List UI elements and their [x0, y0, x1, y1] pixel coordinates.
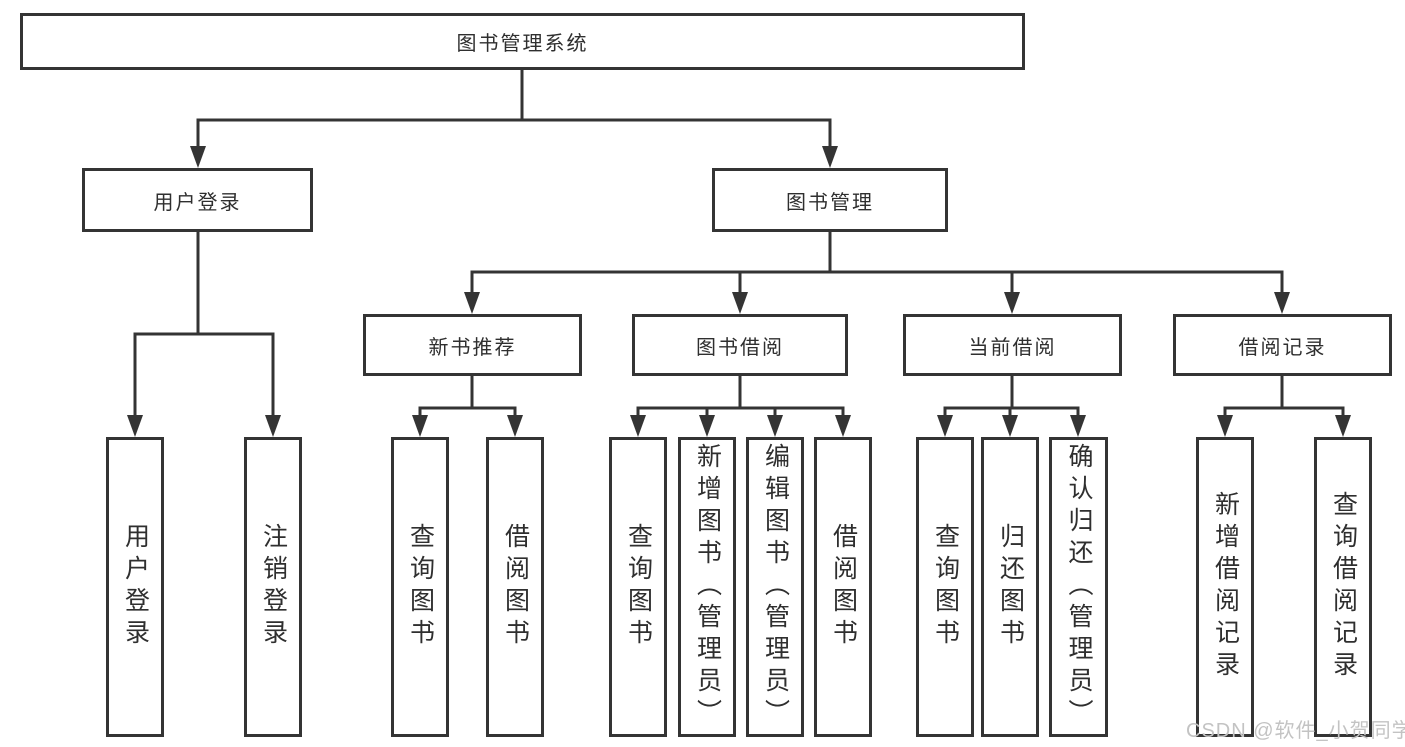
node-label: 查询图书: [931, 523, 960, 651]
node-label: 编辑图书（管理员）: [761, 443, 790, 731]
node-label: 确认归还（管理员）: [1065, 443, 1093, 731]
node-label: 图书借阅: [696, 336, 784, 359]
node-user-login-leaf: 用户登录: [106, 437, 164, 737]
node-label: 用户登录: [153, 191, 242, 214]
node-label: 借阅图书: [501, 523, 530, 651]
node-query-books-current: 查询图书: [916, 437, 974, 737]
node-book-management: 图书管理: [712, 168, 948, 232]
node-label: 当前借阅: [968, 336, 1057, 359]
node-query-books-borrowing: 查询图书: [609, 437, 667, 737]
node-new-book-recommend: 新书推荐: [363, 314, 582, 376]
node-return-books: 归还图书: [981, 437, 1039, 737]
node-label: 借阅图书: [829, 523, 858, 651]
node-label: 查询图书: [624, 523, 653, 651]
node-current-borrowing: 当前借阅: [903, 314, 1122, 376]
node-query-borrow-record: 查询借阅记录: [1314, 437, 1372, 737]
node-confirm-return-admin: 确认归还（管理员）: [1049, 437, 1108, 737]
node-borrow-records: 借阅记录: [1173, 314, 1392, 376]
node-add-borrow-record: 新增借阅记录: [1196, 437, 1254, 737]
node-book-borrowing: 图书借阅: [632, 314, 848, 376]
node-add-books-admin: 新增图书（管理员）: [678, 437, 736, 737]
node-label: 注销登录: [259, 523, 288, 651]
node-user-login: 用户登录: [82, 168, 313, 232]
node-label: 图书管理: [786, 191, 874, 214]
node-query-books-recommend: 查询图书: [391, 437, 449, 737]
watermark-text: CSDN @软件_小贺同学: [1186, 720, 1405, 742]
node-borrow-books-borrowing: 借阅图书: [814, 437, 872, 737]
node-label: 查询借阅记录: [1329, 491, 1358, 683]
node-label: 新书推荐: [428, 336, 517, 359]
node-borrow-books-recommend: 借阅图书: [486, 437, 544, 737]
node-label: 新增图书（管理员）: [693, 443, 722, 731]
node-edit-books-admin: 编辑图书（管理员）: [746, 437, 804, 737]
node-label: 新增借阅记录: [1211, 491, 1240, 683]
node-label: 查询图书: [406, 523, 435, 651]
node-label: 借阅记录: [1238, 336, 1327, 359]
node-label: 归还图书: [996, 523, 1025, 651]
node-label: 图书管理系统: [456, 33, 589, 55]
node-library-system: 图书管理系统: [20, 13, 1025, 70]
node-label: 用户登录: [121, 523, 150, 651]
node-logout-login: 注销登录: [244, 437, 302, 737]
